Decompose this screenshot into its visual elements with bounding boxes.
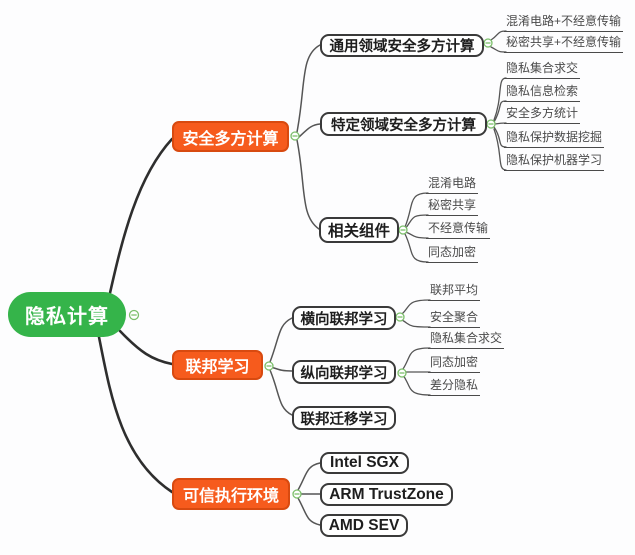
child-intel-sgx[interactable]: Intel SGX [320,452,409,474]
leaf-node[interactable]: 混淆电路+不经意传输 [504,15,624,32]
branch-federated-learning[interactable]: 联邦学习 [172,350,263,380]
leaf-node[interactable]: 安全聚合 [428,311,481,328]
leaf-node[interactable]: 安全多方统计 [504,107,581,124]
leaf-node[interactable]: 隐私集合求交 [428,332,505,349]
leaf-node[interactable]: 差分隐私 [428,379,481,396]
leaf-node[interactable]: 秘密共享+不经意传输 [504,36,624,53]
collapse-marker-icon[interactable] [398,225,408,235]
leaf-node[interactable]: 混淆电路 [426,177,479,194]
collapse-marker-icon[interactable] [264,361,274,371]
child-vertical-federated-learning[interactable]: 纵向联邦学习 [292,360,396,384]
collapse-marker-icon[interactable] [395,312,405,322]
leaf-node[interactable]: 联邦平均 [428,284,481,301]
leaf-node[interactable]: 同态加密 [428,356,481,373]
collapse-marker-icon[interactable] [483,38,493,48]
leaf-node[interactable]: 隐私保护机器学习 [504,154,605,171]
leaf-node[interactable]: 隐私信息检索 [504,85,581,102]
child-arm-trustzone[interactable]: ARM TrustZone [320,483,453,506]
branch-trusted-execution-environment[interactable]: 可信执行环境 [172,478,290,510]
connector-lines [96,30,507,526]
branch-secure-mpc[interactable]: 安全多方计算 [172,121,289,152]
collapse-marker-icon[interactable] [486,119,496,129]
child-specific-smpc[interactable]: 特定领域安全多方计算 [320,112,487,136]
leaf-node[interactable]: 同态加密 [426,246,479,263]
child-amd-sev[interactable]: AMD SEV [320,514,408,537]
collapse-marker-icon[interactable] [128,309,140,321]
leaf-node[interactable]: 秘密共享 [426,199,479,216]
child-general-smpc[interactable]: 通用领域安全多方计算 [320,34,484,57]
root-node-privacy-computing[interactable]: 隐私计算 [8,292,126,337]
child-horizontal-federated-learning[interactable]: 横向联邦学习 [292,306,396,330]
leaf-node[interactable]: 隐私集合求交 [504,62,581,79]
leaf-node[interactable]: 不经意传输 [426,222,491,239]
collapse-marker-icon[interactable] [292,489,302,499]
collapse-marker-icon[interactable] [397,368,407,378]
child-federated-transfer-learning[interactable]: 联邦迁移学习 [292,406,396,430]
collapse-marker-icon[interactable] [290,131,300,141]
leaf-node[interactable]: 隐私保护数据挖掘 [504,131,605,148]
child-related-components[interactable]: 相关组件 [319,217,399,243]
